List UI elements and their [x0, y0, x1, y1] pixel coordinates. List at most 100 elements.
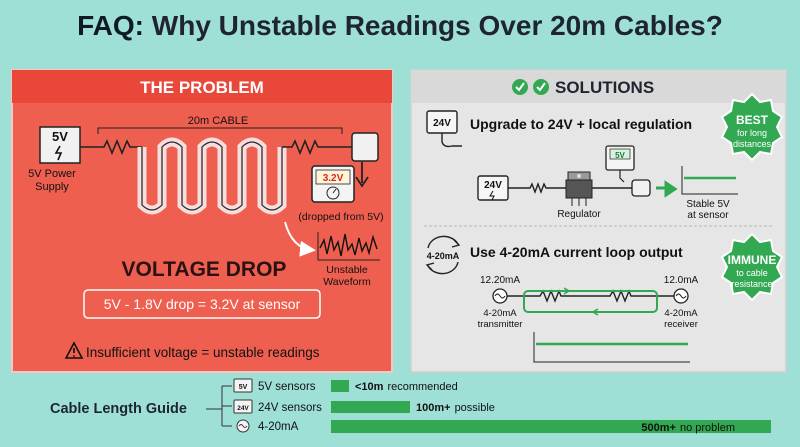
guide-note-1: possible [455, 402, 495, 414]
current-loop [523, 290, 658, 313]
supply-caption-1: 5V Power [28, 168, 76, 180]
voltage-drop-label: VOLTAGE DROP [122, 258, 287, 281]
s2-icon-label: 4-20mA [427, 251, 460, 261]
guide-title: Cable Length Guide [50, 401, 187, 417]
guide-value-row-1: 100m+ possible [416, 402, 495, 414]
cable-coil [141, 141, 283, 211]
solution-2: 4-20mA Use 4-20mA current loop output 12… [425, 232, 784, 363]
regulator-label: Regulator [557, 209, 601, 220]
loop-arrow-top [560, 287, 571, 295]
meter-probe [619, 170, 625, 183]
waveform-label-1: Unstable [326, 264, 368, 276]
guide-24v-icon [233, 399, 253, 414]
rx-label-1: 4-20mA [664, 308, 698, 319]
tx-label-2: transmitter [478, 319, 523, 330]
s1-meter-label: 5V [615, 151, 625, 160]
immune-badge-icon [720, 232, 784, 302]
solutions-heading: SOLUTIONS [555, 78, 654, 97]
rx-value: 12.0mA [664, 275, 699, 286]
s1-title: Upgrade to 24V + local regulation [470, 116, 692, 132]
waveform-label-2: Waveform [323, 276, 371, 288]
voltmeter-icon [311, 165, 355, 203]
s1-sensor-plug-icon [631, 179, 651, 197]
guide-value-2: 500m+ [641, 422, 676, 434]
guide-note-0: recommended [387, 381, 457, 393]
problem-panel: THE PROBLEM 5V 5V Power Supply 20m CABLE [11, 69, 393, 373]
loop-top-wire [507, 289, 674, 303]
adapter-plug [441, 133, 462, 148]
s1-icon-label: 24V [433, 118, 451, 129]
power-supply-icon: 5V [39, 126, 81, 164]
problem-panel-bg [11, 69, 393, 373]
regulator-icon [565, 171, 593, 206]
problem-header-bar [12, 70, 392, 103]
guide-row-420ma: 4-20mA 500m+ no problem [236, 419, 771, 434]
best-badge-2: for long [737, 128, 767, 138]
guide-5v-icon [233, 378, 253, 393]
supply-caption-2: Supply [35, 181, 69, 193]
loop-arrows-icon [425, 235, 461, 275]
immune-badge-1: IMMUNE [728, 253, 777, 267]
curved-arrow-icon [284, 221, 316, 257]
guide-note-2: no problem [680, 422, 735, 434]
solution-1: 24V Upgrade to 24V + local regulation 24… [426, 92, 784, 221]
s2-title: Use 4-20mA current loop output [470, 244, 683, 260]
immune-badge-2: to cable [736, 268, 768, 278]
guide-bar-1 [331, 401, 410, 413]
lightning-icon [54, 145, 63, 161]
guide-value-0: <10m [355, 381, 384, 393]
solutions-panel: SOLUTIONS 24V Upgrade to 24V + local reg… [410, 69, 787, 373]
lightning-icon-2 [489, 190, 495, 201]
cable-label: 20m CABLE [188, 115, 249, 127]
down-arrow-icon [355, 162, 369, 188]
loop-arrow-bottom [591, 308, 602, 316]
page-title: FAQ: Why Unstable Readings Over 20m Cabl… [0, 10, 800, 42]
supply-label: 5V [52, 129, 68, 144]
guide-label-0: 5V sensors [258, 381, 316, 393]
warning-text: Insufficient voltage = unstable readings [86, 345, 320, 360]
guide-bar-2 [331, 420, 771, 433]
check-icon-1 [512, 79, 528, 95]
guide-icon-1: 24V [237, 405, 249, 412]
receiver-icon [673, 288, 689, 304]
unstable-waveform-icon [317, 232, 380, 261]
immune-badge-3: resistance [731, 279, 772, 289]
check-icon-2 [533, 79, 549, 95]
guide-label-2: 4-20mA [258, 421, 299, 433]
guide-label-1: 24V sensors [258, 402, 322, 414]
guide-wave-glyph [238, 424, 248, 428]
guide-bracket [206, 385, 232, 427]
sensor-plug-icon [351, 132, 379, 162]
resistor-right-icon [282, 138, 352, 156]
s1-output-1: Stable 5V [686, 199, 730, 210]
guide-value-row-2: 500m+ no problem [641, 422, 735, 434]
guide-row-24v: 24V 24V sensors 100m+ possible [233, 399, 495, 414]
title-faq: FAQ: [77, 10, 145, 41]
green-arrow-icon [656, 180, 678, 198]
s1-resistor-icon [508, 182, 566, 194]
best-badge-1: BEST [736, 113, 769, 127]
equation-text: 5V - 1.8V drop = 3.2V at sensor [104, 296, 301, 312]
warning-icon [64, 341, 84, 359]
guide-icon-0: 5V [239, 384, 248, 391]
guide-bar-0 [331, 380, 349, 392]
solutions-header-bar [411, 70, 786, 103]
stable-axis [681, 166, 738, 195]
equation-box [83, 289, 321, 319]
best-badge-icon [720, 92, 784, 162]
problem-heading: THE PROBLEM [140, 78, 264, 97]
s1-supply-label: 24V [484, 180, 502, 191]
rx-label-2: receiver [664, 319, 698, 330]
guide-value-1: 100m+ [416, 402, 451, 414]
title-text: Why Unstable Readings Over 20m Cables? [151, 10, 723, 41]
dropped-note: (dropped from 5V) [298, 211, 383, 223]
transmitter-icon [492, 288, 508, 304]
tx-label-1: 4-20mA [483, 308, 517, 319]
s1-output-2: at sensor [687, 210, 729, 221]
meter-value: 3.2V [323, 173, 344, 184]
resistor-left-icon [80, 138, 142, 156]
